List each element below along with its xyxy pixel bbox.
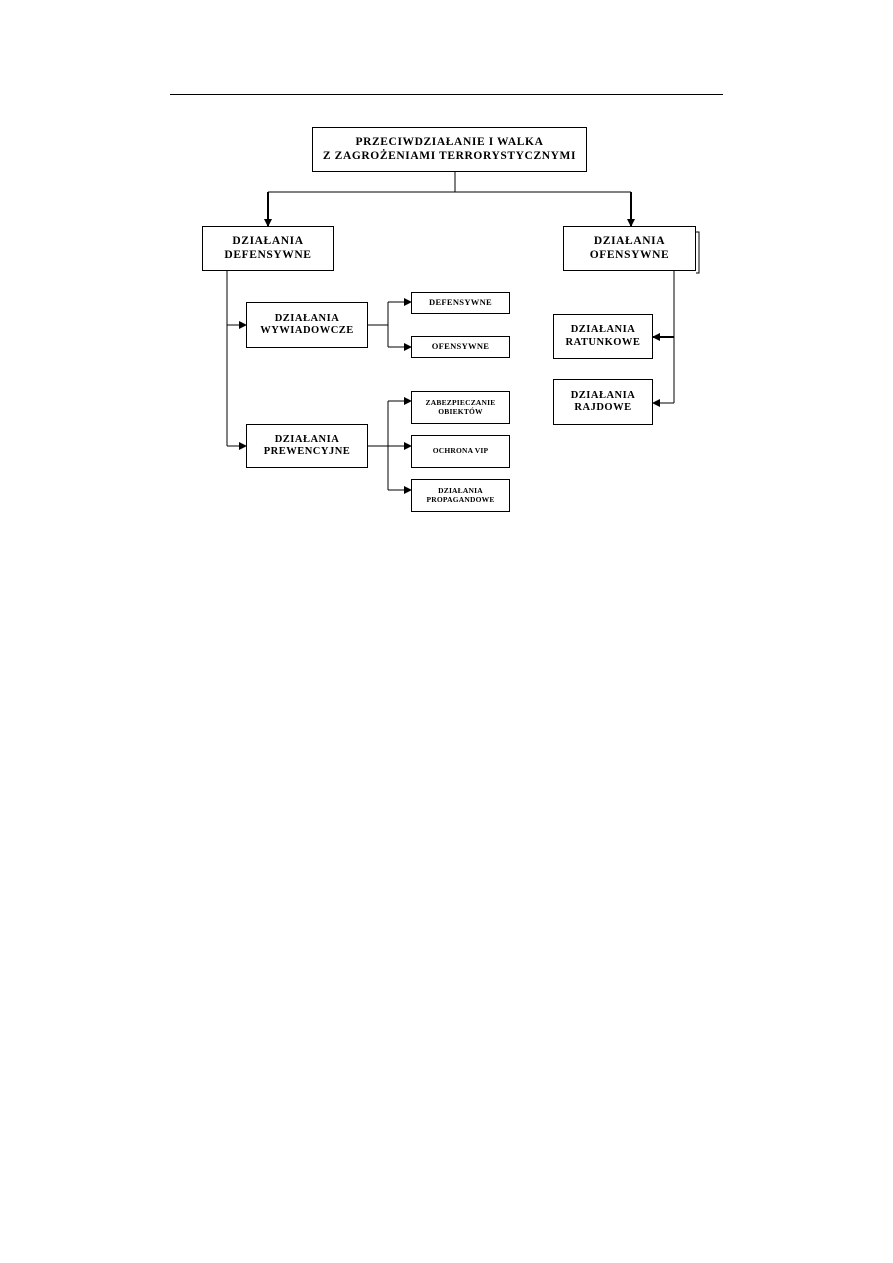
offensive-box: DZIAŁANIA OFENSYWNE [563,226,696,271]
prev-propaganda-line1: DZIAŁANIA [438,485,483,495]
root-line2: Z ZAGROŻENIAMI TERRORYSTYCZNYMI [322,149,577,162]
offensive-box-bracket [696,231,700,274]
prev-objects-line1: ZABEZPIECZANIE [425,397,496,407]
raid-line1: DZIAŁANIA [570,389,636,401]
raid-line2: RAJDOWE [574,402,632,413]
offensive-line2: OFENSYWNE [589,248,670,261]
preventive-line2: PREWENCYJNE [263,446,351,457]
intel-defensive-label: DEFENSYWNE [429,297,492,308]
preventive-box: DZIAŁANIA PREWENCYJNE [246,424,368,468]
root-line1: PRZECIWDZIAŁANIE I WALKA [355,136,544,149]
intel-offensive-box: OFENSYWNE [411,336,510,358]
prev-propaganda-line2: PROPAGANDOWE [426,494,495,504]
defensive-line2: DEFENSYWNE [224,248,312,261]
prev-vip-line1: OCHRONA VIP [432,446,489,456]
rescue-line1: DZIAŁANIA [570,324,636,336]
root-box: PRZECIWDZIAŁANIE I WALKA Z ZAGROŻENIAMI … [312,127,587,172]
intel-offensive-label: OFENSYWNE [431,341,490,352]
defensive-line1: DZIAŁANIA [232,235,304,248]
defensive-box: DZIAŁANIA DEFENSYWNE [202,226,334,271]
intelligence-line1: DZIAŁANIA [274,312,340,324]
prev-objects-line2: OBIEKTÓW [438,406,483,416]
prev-propaganda-box: DZIAŁANIA PROPAGANDOWE [411,479,510,512]
intel-defensive-box: DEFENSYWNE [411,292,510,314]
raid-box: DZIAŁANIA RAJDOWE [553,379,653,425]
rescue-box: DZIAŁANIA RATUNKOWE [553,314,653,359]
prev-objects-box: ZABEZPIECZANIE OBIEKTÓW [411,391,510,424]
preventive-line1: DZIAŁANIA [274,433,340,445]
header-rule [170,94,723,95]
prev-vip-box: OCHRONA VIP [411,435,510,468]
intelligence-box: DZIAŁANIA WYWIADOWCZE [246,302,368,348]
rescue-line2: RATUNKOWE [565,336,641,348]
intelligence-line2: WYWIADOWCZE [260,325,354,336]
offensive-line1: DZIAŁANIA [593,235,666,248]
